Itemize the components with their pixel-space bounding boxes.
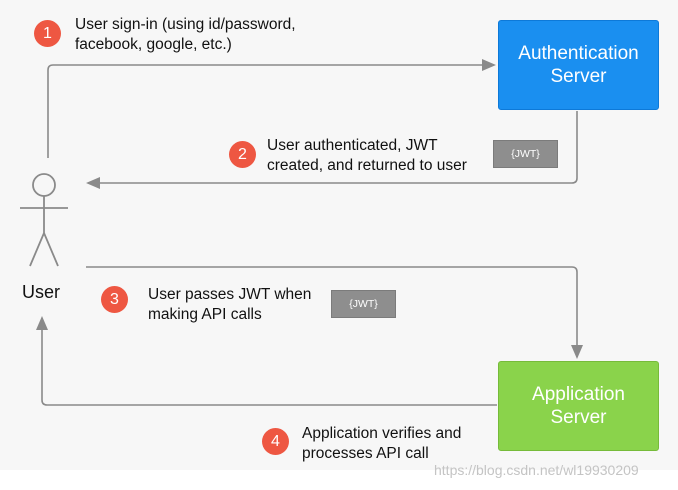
step-4-badge: 4	[262, 428, 289, 455]
step-2-badge: 2	[229, 141, 256, 168]
step-2-line1: User authenticated, JWT	[267, 137, 438, 154]
auth-server-label-line1: Authentication	[518, 43, 639, 64]
step-3-text: User passes JWT when making API calls	[148, 285, 311, 325]
app-server-label-line1: Application	[532, 384, 625, 405]
arrow-sign-in	[47, 59, 496, 158]
step-2-text: User authenticated, JWT created, and ret…	[267, 136, 467, 176]
watermark-url: https://blog.csdn.net/wl19930209	[434, 462, 639, 478]
step-1-line1: User sign-in (using id/password,	[75, 16, 296, 33]
step-3-line2: making API calls	[148, 306, 262, 323]
step-4-line2: processes API call	[302, 445, 429, 462]
jwt-token-chip-api: {JWT}	[331, 290, 396, 318]
auth-server-label-line2: Server	[550, 66, 607, 87]
authentication-server-box: Authentication Server	[498, 20, 659, 110]
step-3-line1: User passes JWT when	[148, 286, 312, 303]
application-server-box: Application Server	[498, 361, 659, 451]
step-4-text: Application verifies and processes API c…	[302, 424, 461, 464]
step-3-badge: 3	[101, 286, 128, 313]
user-label: User	[22, 282, 61, 302]
step-1-text: User sign-in (using id/password, faceboo…	[75, 15, 296, 55]
step-1-badge: 1	[34, 20, 61, 47]
arrow-jwt-returned	[86, 111, 578, 189]
app-server-label-line2: Server	[550, 407, 607, 428]
step-2-line2: created, and returned to user	[267, 157, 467, 174]
arrow-api-call	[86, 266, 583, 359]
arrow-api-response	[36, 316, 497, 406]
jwt-token-chip-returned: {JWT}	[493, 140, 558, 168]
step-1-line2: facebook, google, etc.)	[75, 36, 232, 53]
user-figure-icon	[20, 173, 68, 267]
step-4-line1: Application verifies and	[302, 425, 462, 442]
